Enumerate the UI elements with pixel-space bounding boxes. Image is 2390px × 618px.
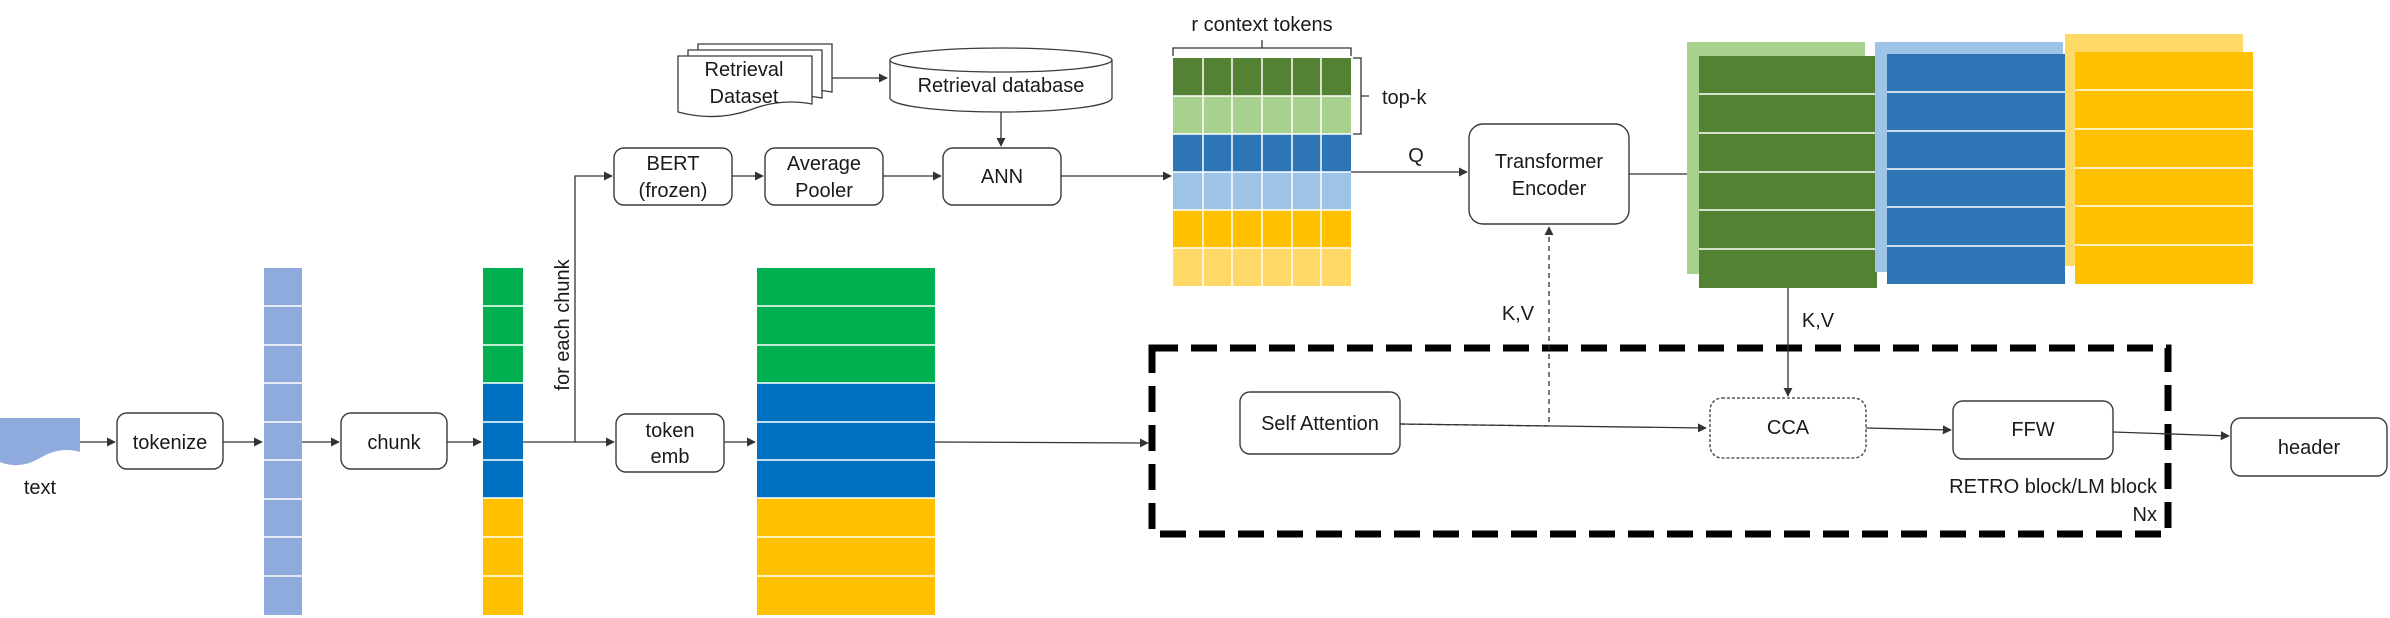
ffw-label: FFW	[2011, 419, 2054, 441]
q-label: Q	[1408, 145, 1424, 167]
r-context-tokens-label: r context tokens	[1191, 14, 1332, 36]
transformer-encoder-label: Transformer	[1495, 151, 1604, 173]
average-pooler-label: Average	[787, 153, 861, 175]
token-sequence-column	[264, 268, 302, 615]
retrieval-dataset-label-2: Dataset	[710, 86, 779, 108]
cca-box	[1709, 397, 1867, 459]
tokenize-label: tokenize	[133, 432, 208, 454]
retrieval-dataset-label: Retrieval	[705, 59, 784, 81]
bert-label-frozen: (frozen)	[639, 180, 708, 202]
text-label: text	[24, 477, 57, 499]
retrieval-database-icon	[889, 47, 1113, 113]
token-emb-box	[615, 413, 725, 473]
for-each-chunk-label: for each chunk	[552, 258, 574, 390]
embedded-chunks-block	[757, 268, 935, 615]
transformer-encoder-box	[1468, 123, 1630, 225]
self-attention-label: Self Attention	[1261, 413, 1379, 435]
cca-label: CCA	[1767, 417, 1810, 439]
retro-block-label: RETRO block/LM block	[1949, 476, 2158, 498]
top-k-brace	[1353, 57, 1369, 135]
transformer-encoder-label-2: Encoder	[1512, 178, 1587, 200]
average-pooler-label-2: Pooler	[795, 180, 853, 202]
header-box	[2230, 417, 2388, 477]
bert-label: BERT	[647, 153, 700, 175]
ffw-box	[1952, 400, 2114, 460]
chunked-sequence-column	[483, 268, 523, 615]
chunk-label: chunk	[367, 432, 421, 454]
kv-left-label: K,V	[1502, 303, 1535, 325]
encoded-neighbours-stacks	[1687, 34, 2253, 288]
ann-label: ANN	[981, 166, 1023, 188]
kv-right-label: K,V	[1802, 310, 1835, 332]
token-emb-label-2: emb	[651, 446, 690, 468]
retro-block-frame	[1148, 344, 2172, 538]
nx-label: Nx	[2133, 504, 2157, 526]
retrieval-database-label: Retrieval database	[918, 75, 1085, 97]
retrieval-dataset-icon	[677, 43, 833, 118]
chunk-box	[340, 412, 448, 470]
retrieved-neighbours-grid	[1173, 58, 1351, 286]
header-label: header	[2278, 437, 2341, 459]
text-document-icon	[0, 418, 80, 466]
context-tokens-brace	[1172, 40, 1352, 56]
self-attention-box	[1239, 391, 1401, 455]
tokenize-box	[116, 412, 224, 470]
token-emb-label: token	[646, 420, 695, 442]
top-k-label: top-k	[1382, 87, 1427, 109]
